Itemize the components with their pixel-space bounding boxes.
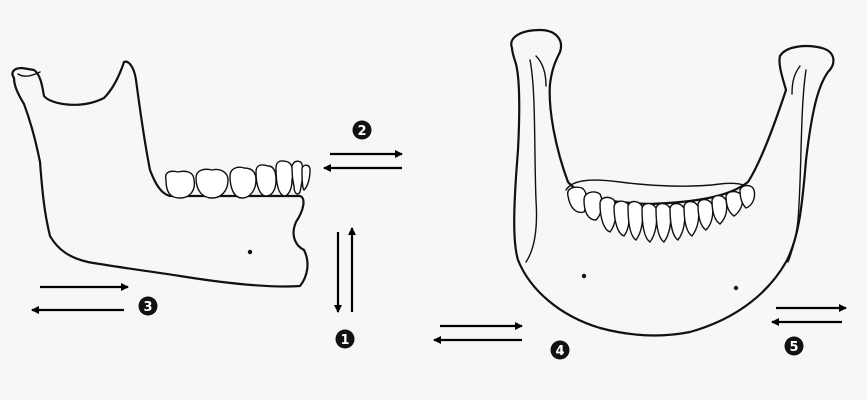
mandible-frontal-outline: [511, 30, 833, 335]
arrow-pair-2: [324, 154, 402, 168]
badge-5-label: 5: [789, 340, 798, 355]
mental-foramen-left-frontal: [582, 274, 586, 278]
badge-4-label: 4: [555, 344, 564, 359]
arrow-pair-1: [338, 228, 352, 312]
badge-1: 1: [336, 330, 355, 349]
arrow-pair-5: [772, 308, 846, 322]
lateral-teeth: [166, 161, 310, 198]
frontal-teeth: [566, 180, 755, 242]
left-ramus-inner: [526, 60, 537, 262]
badge-5: 5: [785, 337, 804, 356]
mental-foramen-left: [248, 250, 252, 254]
mandible-lateral-view: [12, 62, 310, 287]
badge-2: 2: [353, 121, 372, 140]
badge-1-label: 1: [340, 333, 349, 348]
badge-2-label: 2: [357, 124, 366, 139]
mandible-frontal-view: [511, 30, 833, 335]
badge-3: 3: [139, 297, 158, 316]
left-coronoid-inner: [536, 56, 546, 86]
mental-foramen-right-frontal: [734, 286, 738, 290]
badge-3-label: 3: [143, 300, 152, 315]
badge-4: 4: [551, 341, 570, 360]
arrow-pair-3: [32, 287, 128, 310]
right-coronoid-inner: [792, 66, 800, 94]
arrow-pair-4: [434, 326, 522, 340]
